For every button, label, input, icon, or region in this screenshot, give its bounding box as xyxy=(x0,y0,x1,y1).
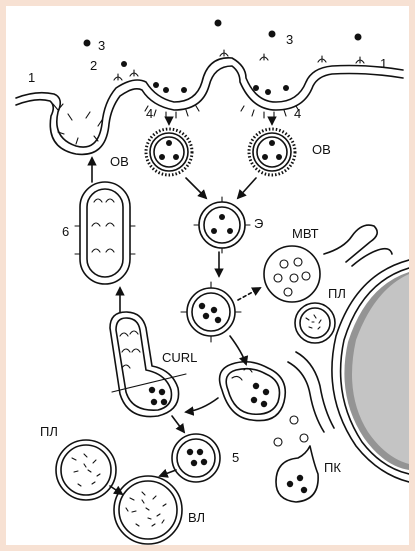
label-pit: 2 xyxy=(90,58,97,73)
plasma-membrane xyxy=(16,58,403,155)
label-coated-vesicle-left: ОВ xyxy=(110,154,129,169)
label-recycling-vesicle: 6 xyxy=(62,224,69,239)
label-plasma-membrane-right: 1 xyxy=(380,56,387,71)
endocytosis-diagram: 1 1 2 3 3 4 4 ОВ ОВ Э МВТ ПЛ CURL 6 5 ПЛ… xyxy=(6,6,409,545)
label-vesicle-right-num: 4 xyxy=(294,106,301,121)
coated-vesicle-right xyxy=(249,129,295,175)
secondary-lysosome xyxy=(114,476,182,544)
label-curl: CURL xyxy=(162,350,197,365)
label-ligand-right: 3 xyxy=(286,32,293,47)
label-endosome: Э xyxy=(254,216,263,231)
diagram-frame: 1 1 2 3 3 4 4 ОВ ОВ Э МВТ ПЛ CURL 6 5 ПЛ… xyxy=(6,6,409,545)
label-multivesicular-body: МВТ xyxy=(292,226,319,241)
endosome xyxy=(194,197,250,253)
recycling-vesicle xyxy=(75,182,135,284)
label-lysosome-left: ПЛ xyxy=(40,424,58,439)
label-lysosome-right: ПЛ xyxy=(328,286,346,301)
coated-pits xyxy=(145,106,299,118)
coated-vesicle-left xyxy=(146,129,192,175)
label-golgi: ПК xyxy=(324,460,341,475)
endocytic-vacuole xyxy=(276,446,318,502)
lysosome-right xyxy=(295,303,335,343)
label-receptor-vesicle: 5 xyxy=(232,450,239,465)
label-plasma-membrane-left: 1 xyxy=(28,70,35,85)
lysosome-left xyxy=(56,440,116,500)
multivesicular-body xyxy=(264,246,320,302)
label-coated-vesicle-right: ОВ xyxy=(312,142,331,157)
receptor-vesicle xyxy=(172,434,220,482)
sorting-vesicle xyxy=(181,282,241,342)
label-secondary-lysosome: ВЛ xyxy=(188,510,205,525)
label-ligand-left: 3 xyxy=(98,38,105,53)
label-vesicle-left-num: 4 xyxy=(146,106,153,121)
curl-compartment xyxy=(220,362,286,421)
